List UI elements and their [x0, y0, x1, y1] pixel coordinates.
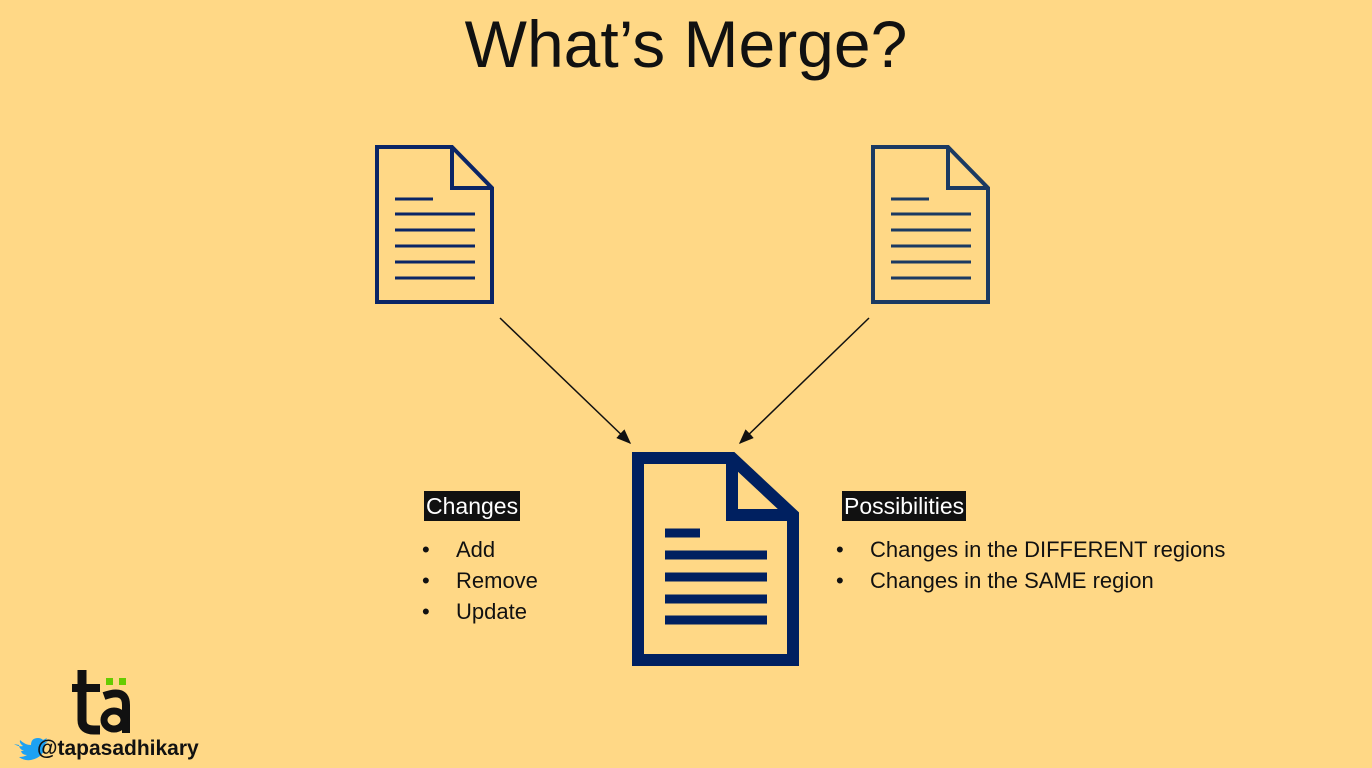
list-item: Changes in the SAME region — [834, 565, 1225, 596]
merged-document-icon — [632, 452, 799, 666]
possibilities-list: Changes in the DIFFERENT regions Changes… — [834, 534, 1225, 596]
logo-icon — [72, 670, 130, 735]
twitter-handle: @tapasadhikary — [37, 737, 199, 760]
changes-list: Add Remove Update — [420, 534, 538, 627]
twitter-icon — [14, 738, 48, 761]
list-item: Add — [420, 534, 538, 565]
list-item: Changes in the DIFFERENT regions — [834, 534, 1225, 565]
possibilities-label: Possibilities — [842, 491, 967, 521]
list-item: Remove — [420, 565, 538, 596]
list-item: Update — [420, 596, 538, 627]
slide-title: What’s Merge? — [464, 7, 908, 81]
arrow-left — [499, 317, 632, 445]
changes-label: Changes — [424, 491, 521, 521]
source-document-right-icon — [871, 145, 990, 304]
source-document-left-icon — [375, 145, 494, 304]
arrow-right — [738, 317, 870, 445]
